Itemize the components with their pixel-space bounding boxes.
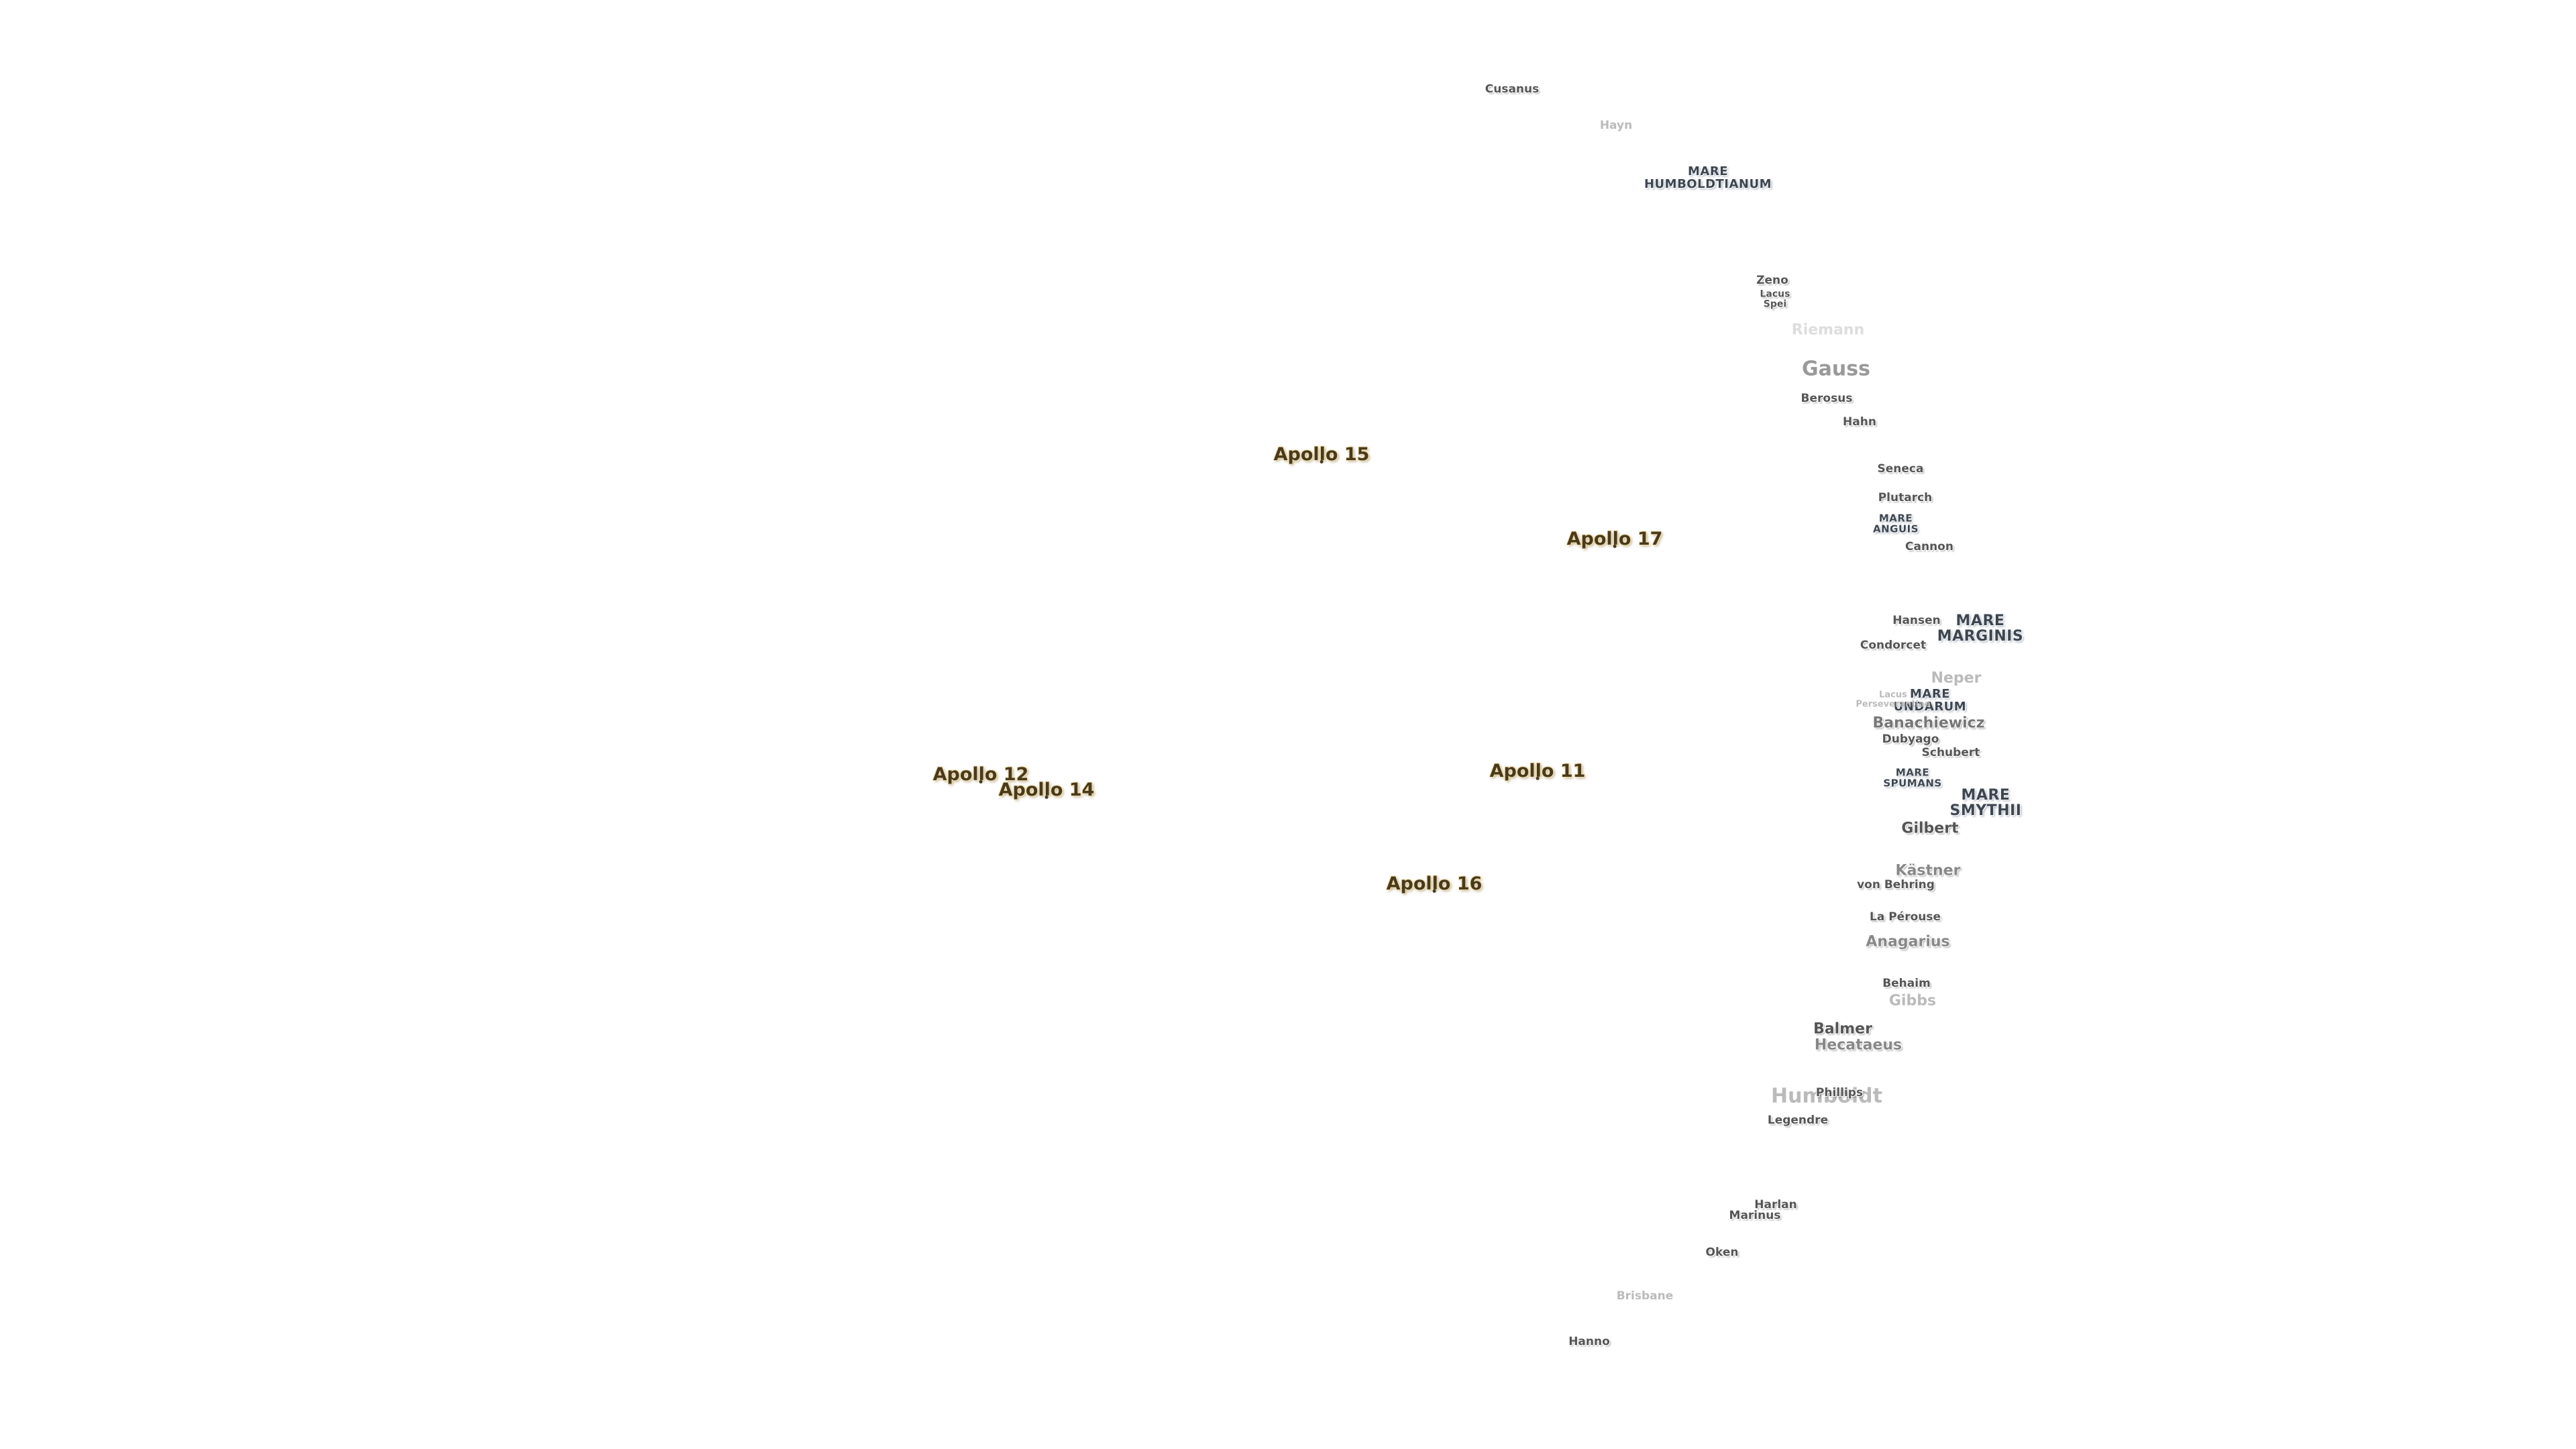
apollo-12-marker[interactable]: Apollo 12 [932,763,1029,785]
condorcet-label: Condorcet [1860,639,1927,653]
mare-anguis-label: MARE ANGUIS [1872,512,1919,535]
berosus-label: Berosus [1801,392,1853,406]
hanno-label: Hanno [1568,1335,1610,1349]
apollo-14-marker[interactable]: Apollo 14 [998,779,1095,800]
gilbert-label: Gilbert [1901,820,1959,837]
legendre-label: Legendre [1767,1114,1829,1128]
lacus-spei-label: Lacus Spei [1760,288,1790,309]
von-behring-label: von Behring [1857,878,1935,892]
brisbane-label: Brisbane [1616,1289,1674,1303]
harlan-label: Harlan [1754,1198,1797,1212]
apollo-15-marker[interactable]: Apollo 15 [1273,443,1370,465]
la-perouse-label: La Pérouse [1869,910,1941,924]
hahn-label: Hahn [1843,415,1876,429]
apollo-17-marker[interactable]: Apollo 17 [1566,528,1663,549]
mare-spumans-label: MARE SPUMANS [1883,766,1942,789]
cannon-label: Cannon [1905,540,1953,554]
riemann-label: Riemann [1791,321,1865,339]
cusanus-label: Cusanus [1485,83,1540,97]
hecataeus-label: Hecataeus [1814,1036,1902,1054]
lacus-perseverantiae-label: Lacus Perseverantiae [1856,690,1931,709]
plutarch-label: Plutarch [1878,491,1933,505]
oken-label: Oken [1705,1246,1739,1260]
apollo-16-marker[interactable]: Apollo 16 [1386,873,1483,894]
zeno-label: Zeno [1756,274,1788,288]
kastner-label: Kästner [1895,862,1961,879]
apollo-11-marker[interactable]: Apollo 11 [1489,760,1586,782]
gibbs-label: Gibbs [1888,992,1937,1010]
humboldt-label: Humboldt [1771,1084,1882,1108]
neper-label: Neper [1931,669,1982,687]
marinus-label: Marinus [1729,1209,1781,1223]
balmer-label: Balmer [1813,1020,1872,1038]
behaim-label: Behaim [1882,977,1931,991]
mare-humboldtianum-label: MARE HUMBOLDTIANUM [1644,164,1772,191]
mare-marginis-label: MARE MARGINIS [1937,612,2024,645]
hayn-label: Hayn [1599,119,1633,133]
mare-smythii-label: MARE SMYTHII [1949,786,2022,819]
anagarius-label: Anagarius [1866,933,1950,951]
banachiewicz-label: Banachiewicz [1872,714,1985,732]
schubert-label: Schubert [1921,746,1980,760]
dubyago-label: Dubyago [1882,733,1939,747]
gauss-label: Gauss [1802,357,1870,381]
mare-undarum-label: MARE UNDARUM [1893,687,1967,714]
seneca-label: Seneca [1877,462,1924,476]
hansen-label: Hansen [1892,614,1941,628]
phillips-label: Phillips [1815,1086,1864,1100]
